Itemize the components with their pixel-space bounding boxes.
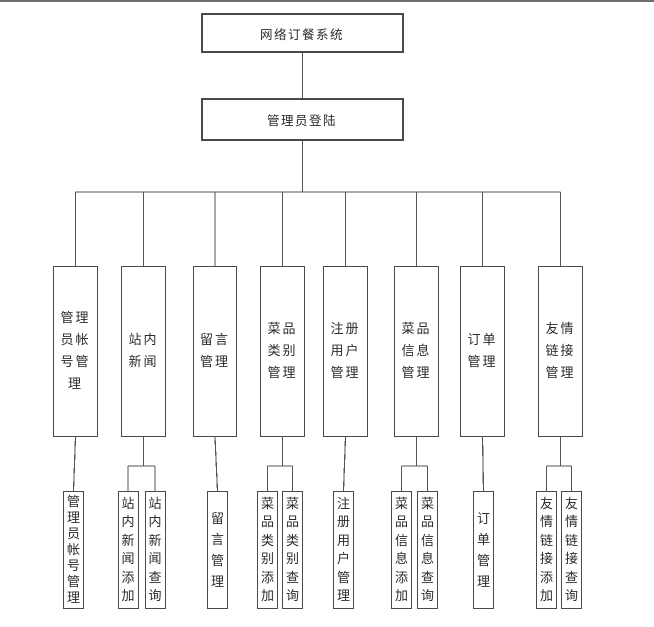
node-site-news: 站内新闻 xyxy=(121,265,166,437)
node-registered-users: 注册用户管理 xyxy=(323,265,368,437)
node-admin-account: 管理员帐号管理 xyxy=(53,265,98,437)
node-friend-links: 友情链接管理 xyxy=(538,265,583,437)
node-order-mgmt-label: 订单管理 xyxy=(467,332,498,369)
leaf-order-mgmt: 订单管理 xyxy=(473,491,494,609)
leaf-friend-links-query: 友情链接查询 xyxy=(561,491,582,609)
node-dish-info: 菜品信息管理 xyxy=(394,265,439,437)
leaf-dish-category-add-label: 菜品类别添加 xyxy=(260,495,274,604)
leaf-dish-category-add: 菜品类别添加 xyxy=(257,491,278,609)
leaf-dish-category-query-label: 菜品类别查询 xyxy=(285,495,299,604)
leaf-site-news-add: 站内新闻添加 xyxy=(117,491,139,609)
leaf-dish-category-query: 菜品类别查询 xyxy=(282,491,303,609)
leaf-order-mgmt-label: 订单管理 xyxy=(476,511,490,589)
node-dish-info-label: 菜品信息管理 xyxy=(401,321,432,380)
leaf-site-news-query: 站内新闻查询 xyxy=(144,491,166,609)
node-root: 网络订餐系统 xyxy=(200,13,404,53)
leaf-dish-info-query: 菜品信息查询 xyxy=(417,491,438,609)
node-admin-login: 管理员登陆 xyxy=(200,98,404,141)
node-root-label: 网络订餐系统 xyxy=(259,27,344,42)
node-message-mgmt-label: 留言管理 xyxy=(199,332,230,369)
leaf-friend-links-add-label: 友情链接添加 xyxy=(539,495,553,604)
leaf-site-news-add-label: 站内新闻添加 xyxy=(121,495,135,604)
node-registered-users-label: 注册用户管理 xyxy=(330,321,361,380)
node-admin-login-label: 管理员登陆 xyxy=(266,114,337,128)
leaf-registered-users-label: 注册用户管理 xyxy=(336,495,350,604)
node-dish-category: 菜品类别管理 xyxy=(260,265,305,437)
node-order-mgmt: 订单管理 xyxy=(460,265,505,437)
leaf-message-mgmt-label: 留言管理 xyxy=(210,511,224,589)
node-dish-category-label: 菜品类别管理 xyxy=(267,321,298,380)
leaf-dish-info-add-label: 菜品信息添加 xyxy=(394,495,408,604)
leaf-registered-users: 注册用户管理 xyxy=(333,491,354,609)
top-edge-divider xyxy=(0,0,654,2)
leaf-friend-links-add: 友情链接添加 xyxy=(536,491,557,609)
node-message-mgmt: 留言管理 xyxy=(193,265,237,437)
leaf-friend-links-query-label: 友情链接查询 xyxy=(564,495,578,604)
node-friend-links-label: 友情链接管理 xyxy=(545,321,576,380)
leaf-dish-info-query-label: 菜品信息查询 xyxy=(420,495,434,604)
leaf-message-mgmt: 留言管理 xyxy=(207,491,228,609)
leaf-admin-account: 管理员帐号管理 xyxy=(63,491,84,609)
node-site-news-label: 站内新闻 xyxy=(128,332,159,369)
leaf-dish-info-add: 菜品信息添加 xyxy=(391,491,412,609)
leaf-admin-account-label: 管理员帐号管理 xyxy=(66,494,80,605)
leaf-site-news-query-label: 站内新闻查询 xyxy=(148,495,162,604)
node-admin-account-label: 管理员帐号管理 xyxy=(60,310,91,391)
